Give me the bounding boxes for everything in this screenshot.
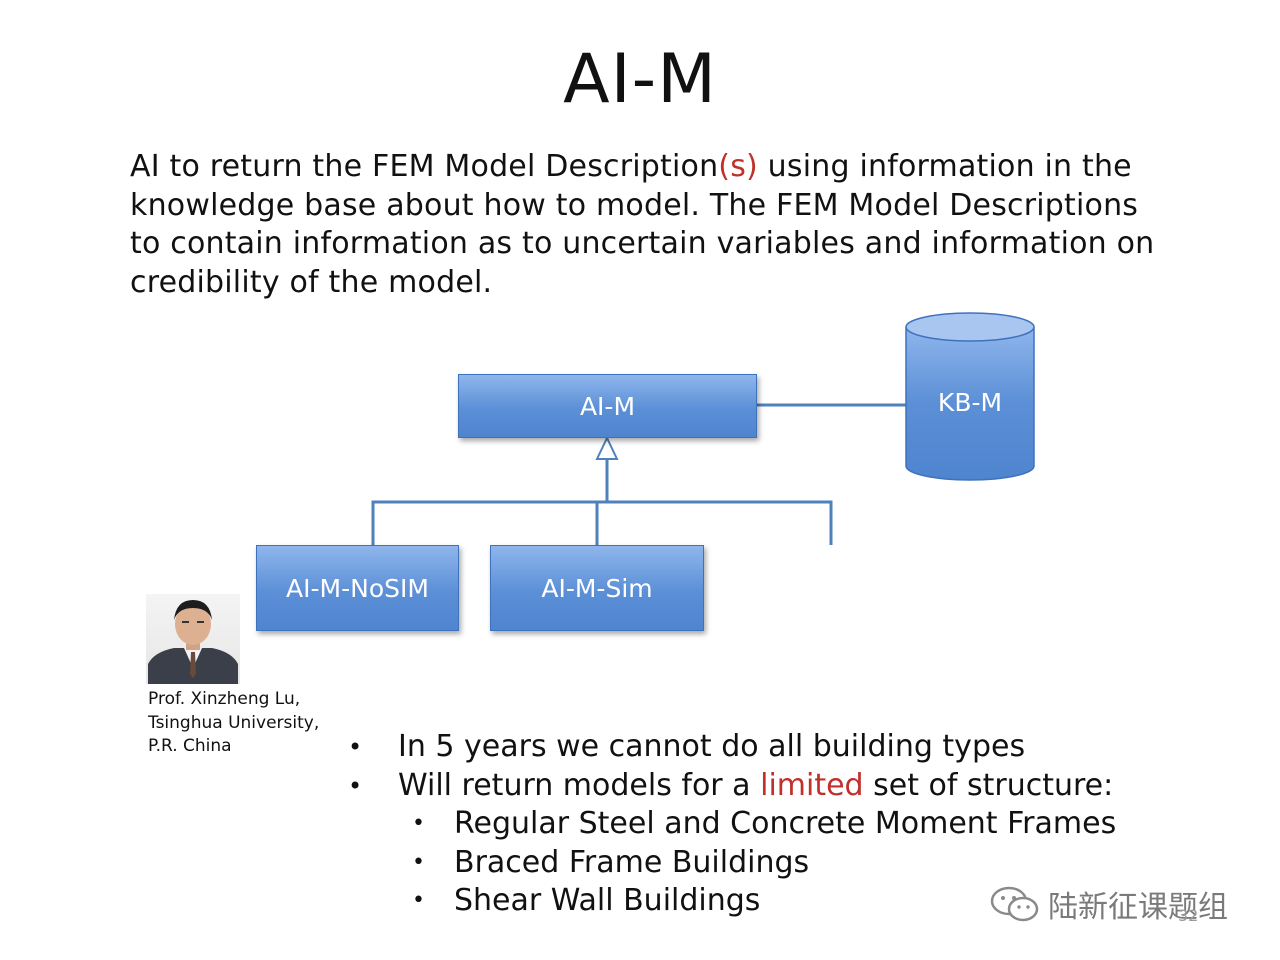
ai-m-nosim-box: AI-M-NoSIM (256, 545, 459, 631)
intro-paragraph: AI to return the FEM Model Description(s… (130, 148, 1170, 302)
bullet-marker: • (412, 811, 425, 836)
slide-title: AI-M (563, 40, 717, 119)
watermark-text: 陆新征课题组 (1048, 890, 1228, 925)
bullet-marker: • (348, 733, 363, 761)
presenter-photo (146, 594, 240, 684)
page-number: 32 (1178, 906, 1199, 925)
intro-highlight: (s) (718, 149, 758, 184)
bullet-item: • Will return models for a limited set o… (340, 767, 1200, 806)
horizontal-bus-line (371, 500, 833, 545)
bullet-marker: • (412, 849, 425, 875)
bullet-marker: • (412, 888, 425, 913)
presenter-caption: Prof. Xinzheng Lu, Tsinghua University, … (148, 688, 348, 759)
caption-line: P.R. China (148, 736, 232, 756)
database-cylinder-icon (905, 312, 1035, 481)
wechat-icon (990, 886, 1039, 922)
inheritance-arrow-icon (595, 435, 619, 460)
bullet-highlight: limited (760, 767, 864, 803)
bullet-item: • In 5 years we cannot do all building t… (340, 728, 1200, 767)
sub-bullet-item: • Shear Wall Buildings (340, 882, 1200, 921)
bullet-text-part2: set of structure: (863, 767, 1114, 803)
watermark: 陆新征课题组 (988, 884, 1228, 925)
sub-bullet-item: • Braced Frame Buildings (340, 844, 1200, 883)
ai-m-box: AI-M (458, 374, 757, 438)
sub-bullet-text: Regular Steel and Concrete Moment Frames (454, 806, 1117, 841)
caption-line: Tsinghua University, (148, 712, 320, 733)
bullet-marker: • (348, 771, 363, 800)
kb-m-label: KB-M (937, 388, 1003, 417)
sub-bullet-text: Braced Frame Buildings (454, 844, 810, 880)
bullet-text: Will return models for a limited set of … (398, 767, 1113, 805)
intro-text-part1: AI to return the FEM Model Description (130, 149, 719, 184)
bullet-list: • In 5 years we cannot do all building t… (340, 728, 1200, 921)
intro-text-part2: using information in the knowledge base … (130, 149, 1155, 300)
ai-m-sim-box: AI-M-Sim (490, 545, 704, 631)
bullet-text: In 5 years we cannot do all building typ… (398, 729, 1026, 764)
caption-line: Prof. Xinzheng Lu, (148, 689, 301, 709)
bullet-text-part1: Will return models for a (398, 767, 761, 803)
sub-bullet-item: • Regular Steel and Concrete Moment Fram… (340, 805, 1200, 844)
sub-bullet-text: Shear Wall Buildings (454, 883, 761, 918)
